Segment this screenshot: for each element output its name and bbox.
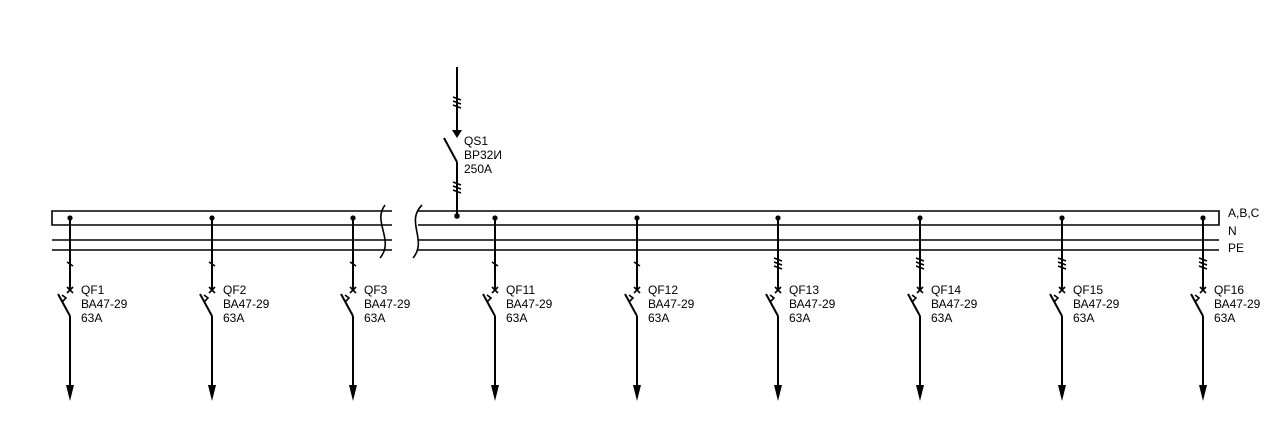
breaker-trip-mark (486, 294, 493, 303)
feeder-model: ВА47-29 (789, 297, 836, 311)
incomer-model: ВР32И (464, 148, 502, 162)
breaker-trip-mark (344, 294, 351, 303)
feeder-arrow (633, 385, 641, 401)
feeder-arrow (208, 385, 216, 401)
breaker-blade (765, 293, 779, 317)
feeder-designation: QF16 (1214, 283, 1244, 297)
feeder-group: QF1ВА47-2963АQF2ВА47-2963АQF3ВА47-2963АQ… (57, 215, 1261, 401)
breaker-trip-mark (1194, 294, 1201, 303)
feeder-arrow (1199, 385, 1207, 401)
conductor-tick (491, 261, 499, 267)
feeder-arrow (774, 385, 782, 401)
conductor-tick (66, 261, 74, 267)
feeder-arrow (66, 385, 74, 401)
breaker-terminal-cross (208, 286, 216, 294)
feeder-designation: QF1 (81, 283, 105, 297)
breaker-trip-mark (1053, 294, 1060, 303)
breaker-blade (1049, 293, 1063, 317)
bus-label-pe: PE (1228, 241, 1244, 255)
feeder-arrow (349, 385, 357, 401)
breaker-terminal-cross (1058, 286, 1066, 294)
feeder-arrow (916, 385, 924, 401)
feeder-rating: 63А (1214, 311, 1235, 325)
breaker-blade (624, 293, 638, 317)
feeder-model: ВА47-29 (1073, 297, 1120, 311)
feeder-model: ВА47-29 (931, 297, 978, 311)
feeder-rating: 63А (506, 311, 527, 325)
feeder-rating: 63А (648, 311, 669, 325)
feeder-designation: QF3 (364, 283, 388, 297)
breaker-blade (1190, 293, 1204, 317)
feeder-model: ВА47-29 (223, 297, 270, 311)
busbar-abc-right-section (418, 210, 1220, 226)
breaker-terminal-cross (633, 286, 641, 294)
breaker-terminal-cross (916, 286, 924, 294)
feeder-designation: QF13 (789, 283, 819, 297)
feeder-designation: QF11 (506, 283, 535, 297)
breaker-trip-mark (628, 294, 635, 303)
conductor-ticks (1057, 257, 1067, 270)
breaker-blade (340, 293, 354, 317)
breaker-trip-mark (203, 294, 210, 303)
feeder-designation: QF2 (223, 283, 247, 297)
feeder-arrow (491, 385, 499, 401)
conductor-tick (633, 261, 641, 267)
feeder-designation: QF15 (1073, 283, 1103, 297)
feeder-rating: 63А (789, 311, 810, 325)
feeder-rating: 63А (931, 311, 952, 325)
conductor-tick (208, 261, 216, 267)
bus-label-abc: A,B,C (1228, 206, 1260, 220)
breaker-blade (907, 293, 921, 317)
breaker-trip-mark (769, 294, 776, 303)
breaker-terminal-cross (66, 286, 74, 294)
feeder-designation: QF12 (648, 283, 678, 297)
busbar-abc-left-section (51, 210, 392, 226)
feeder-arrow (1058, 385, 1066, 401)
bus-break-left-symbol (379, 204, 386, 259)
breaker-terminal-cross (1199, 286, 1207, 294)
feeder-model: ВА47-29 (506, 297, 553, 311)
bus-label-n: N (1228, 224, 1237, 238)
breaker-terminal-cross (491, 286, 499, 294)
feeder-model: ВА47-29 (364, 297, 411, 311)
feeder-model: ВА47-29 (648, 297, 695, 311)
breaker-blade (199, 293, 213, 317)
feeder-rating: 63А (81, 311, 102, 325)
breaker-trip-mark (911, 294, 918, 303)
busbar-abc (51, 210, 1220, 226)
breaker-blade (57, 293, 71, 317)
feeder-designation: QF14 (931, 283, 961, 297)
incomer-qs1 (443, 67, 462, 219)
breaker-terminal-cross (349, 286, 357, 294)
conductor-ticks (773, 257, 783, 270)
conductor-ticks (1198, 257, 1208, 270)
feeder-rating: 63А (364, 311, 385, 325)
conductor-tick (349, 261, 357, 267)
feeder-model: ВА47-29 (81, 297, 128, 311)
incomer-rating: 250А (464, 162, 492, 176)
feeder-rating: 63А (1073, 311, 1094, 325)
conductor-ticks (915, 257, 925, 270)
breaker-terminal-cross (774, 286, 782, 294)
bus-break-right-symbol (412, 204, 423, 259)
feeder-model: ВА47-29 (1214, 297, 1261, 311)
breaker-trip-mark (61, 294, 68, 303)
incomer-designation: QS1 (464, 134, 488, 148)
breaker-blade (482, 293, 496, 317)
feeder-rating: 63А (223, 311, 244, 325)
